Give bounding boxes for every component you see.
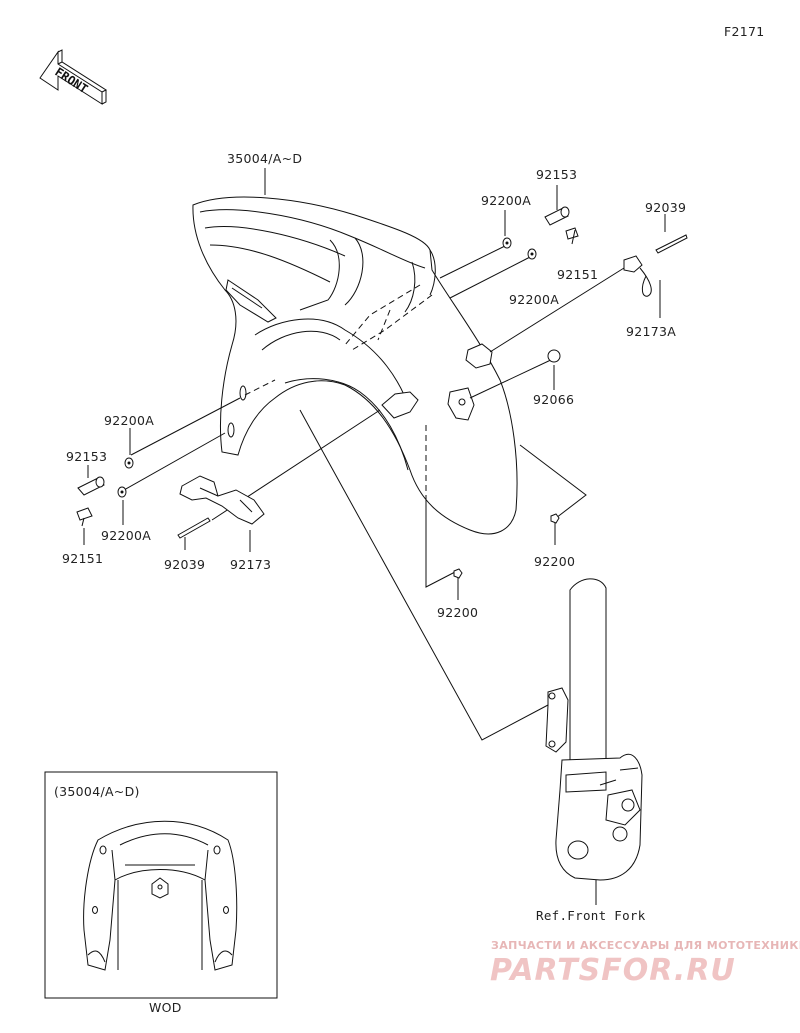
callout-labels: 35004/A~D 92153 92200A 92039 92151 92200… (62, 151, 686, 923)
label-92200A-left2: 92200A (101, 528, 151, 543)
inset-caption: WOD (149, 1000, 182, 1015)
label-92200-center: 92200 (437, 605, 478, 620)
label-92173A: 92173A (626, 324, 676, 339)
label-92173: 92173 (230, 557, 271, 572)
inset-fender (83, 820, 238, 971)
label-92200A-top1: 92200A (481, 193, 531, 208)
watermark: ЗАПЧАСТИ И АКСЕССУАРЫ ДЛЯ МОТОТЕХНИКИ PA… (490, 939, 800, 988)
label-92151-left: 92151 (62, 551, 103, 566)
front-fork (545, 578, 643, 881)
label-35004: 35004/A~D (227, 151, 302, 166)
front-arrow-icon: FRONT (39, 49, 108, 105)
front-fender (192, 196, 518, 535)
label-92200A-left1: 92200A (104, 413, 154, 428)
label-92039-left: 92039 (164, 557, 205, 572)
label-front-fork: Ref.Front Fork (536, 908, 646, 923)
label-92066: 92066 (533, 392, 574, 407)
hidden-lines (244, 284, 433, 500)
inset-box: (35004/A~D) WOD (44, 771, 278, 1015)
label-92200-right: 92200 (534, 554, 575, 569)
label-92151-top: 92151 (557, 267, 598, 282)
label-92039-top: 92039 (645, 200, 686, 215)
inset-title: (35004/A~D) (54, 784, 140, 799)
label-92200A-top2: 92200A (509, 292, 559, 307)
diagram-code: F2171 (724, 24, 765, 39)
label-92153-left: 92153 (66, 449, 107, 464)
hardware (76, 206, 688, 579)
watermark-logo: PARTSFOR.RU (490, 953, 736, 988)
label-92153-top: 92153 (536, 167, 577, 182)
watermark-tagline: ЗАПЧАСТИ И АКСЕССУАРЫ ДЛЯ МОТОТЕХНИКИ (491, 939, 800, 952)
